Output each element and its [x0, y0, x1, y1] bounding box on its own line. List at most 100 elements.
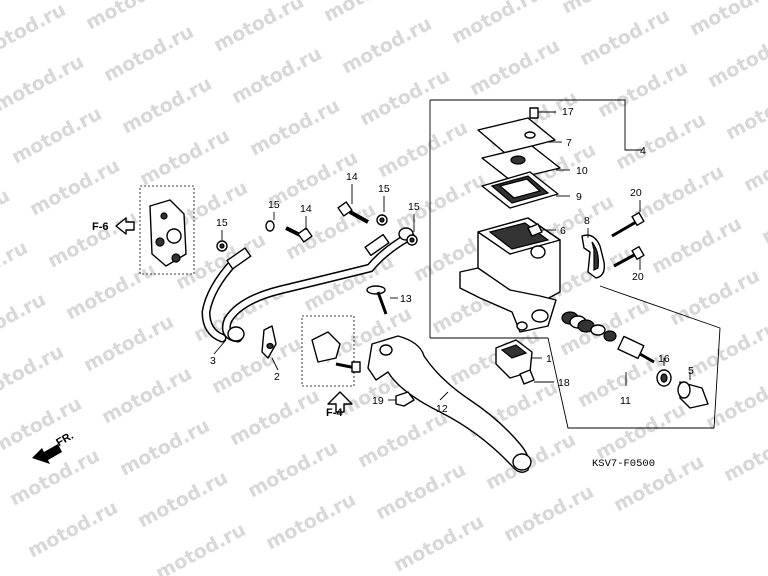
watermark-text: motod.ru	[208, 333, 305, 399]
watermark-text: motod.ru	[390, 511, 487, 576]
watermark-text: motod.ru	[686, 0, 768, 40]
watermark-text: motod.ru	[0, 341, 67, 407]
screw-17	[529, 107, 556, 119]
boot-5	[677, 381, 709, 409]
banjo-bolt-14-left	[285, 226, 313, 243]
callout-6: 6	[560, 225, 566, 237]
watermark-text: motod.ru	[82, 0, 179, 34]
callout-10: 10	[576, 165, 588, 177]
watermark-text: motod.ru	[592, 399, 689, 465]
bolt-20-bottom	[613, 245, 645, 268]
watermark-text: motod.ru	[0, 0, 69, 64]
watermark-text: motod.ru	[262, 489, 359, 555]
callout-8: 8	[584, 215, 590, 227]
watermark-text: motod.ru	[0, 51, 87, 117]
watermark-text: motod.ru	[134, 467, 231, 533]
watermark-text: motod.ru	[228, 43, 325, 109]
watermark-text: motod.ru	[8, 103, 105, 169]
watermark-text: motod.ru	[62, 259, 159, 325]
cap-plate-10	[481, 145, 561, 181]
watermark-text: motod.ru	[354, 407, 451, 473]
watermark-text: motod.ru	[24, 497, 121, 563]
watermark-text: motod.ru	[44, 207, 141, 273]
watermark-text: motod.ru	[118, 73, 215, 139]
watermark-text: motod.ru	[740, 131, 768, 197]
callout-20-bottom: 20	[632, 271, 644, 283]
screw-6	[527, 223, 543, 237]
callout-15-b: 15	[408, 201, 420, 213]
callout-4: 4	[640, 145, 646, 157]
watermark-text: motod.ru	[684, 317, 768, 383]
front-direction-arrow	[32, 444, 62, 464]
callout-labels: 17 7 10 9 4 6 8 20 20 1 18 16 5 11 12 19…	[210, 106, 694, 415]
assembly-bracket-4	[429, 99, 721, 429]
diagram-code: KSV7-F0500	[592, 458, 655, 470]
holder-8	[581, 234, 606, 279]
callout-15-d: 15	[216, 217, 228, 229]
watermark-text: motod.ru	[630, 161, 727, 227]
callout-20-top: 20	[630, 187, 642, 199]
diaphragm-9	[481, 171, 559, 209]
callout-5: 5	[688, 365, 694, 377]
watermark-text: motod.ru	[0, 393, 85, 459]
nut-19	[395, 391, 415, 407]
watermark-text: motod.ru	[338, 13, 435, 79]
brake-hose-3	[201, 227, 415, 343]
callout-14-left: 14	[300, 203, 312, 215]
watermark-text: motod.ru	[98, 363, 195, 429]
watermark-text: motod.ru	[722, 79, 768, 145]
callout-9: 9	[576, 191, 582, 203]
callout-16: 16	[658, 353, 670, 365]
watermark-text: motod.ru	[466, 35, 563, 101]
brake-lever-12	[367, 335, 532, 473]
watermark-text: motod.ru	[152, 519, 249, 576]
washer-15-c	[265, 220, 275, 232]
watermark-text: motod.ru	[702, 369, 768, 435]
watermark-text: motod.ru	[0, 185, 13, 251]
callout-18: 18	[558, 377, 570, 389]
watermark-text: motod.ru	[666, 265, 763, 331]
watermark-text: motod.ru	[116, 415, 213, 481]
callout-15-c: 15	[268, 199, 280, 211]
f6-arrow	[115, 217, 135, 235]
callout-1: 1	[546, 353, 552, 365]
master-cylinder-body	[459, 217, 561, 333]
watermark-text: motod.ru	[374, 117, 471, 183]
piston-set-11	[561, 311, 655, 364]
watermark-text: motod.ru	[0, 289, 49, 355]
callout-3: 3	[210, 355, 216, 367]
callout-13: 13	[400, 293, 412, 305]
watermark-text: motod.ru	[26, 155, 123, 221]
watermark-text: motod.ru	[356, 65, 453, 131]
pivot-bolt-13	[366, 285, 398, 315]
callout-12: 12	[436, 403, 448, 415]
callout-17: 17	[562, 106, 574, 118]
watermark-text: motod.ru	[320, 0, 417, 26]
caliper-inset	[139, 185, 195, 275]
hose-clamp-2	[261, 325, 277, 359]
callout-2: 2	[274, 371, 280, 383]
callout-19: 19	[372, 395, 384, 407]
ref-f4: F-4	[326, 407, 343, 419]
banjo-bolt-14-right	[337, 201, 369, 224]
f4-arrow	[327, 391, 353, 413]
reservoir-cap-7	[477, 117, 556, 154]
watermark-text: motod.ru	[246, 95, 343, 161]
washer-15-b	[406, 234, 418, 246]
watermark-text: motod.ru	[210, 0, 307, 56]
watermark-text: motod.ru	[448, 0, 545, 48]
watermark-text: motod.ru	[704, 27, 768, 93]
washer-15-a	[376, 214, 388, 226]
fork-clamp-inset	[301, 315, 361, 387]
watermark-text: motod.ru	[594, 57, 691, 123]
watermark-text: motod.ru	[372, 459, 469, 525]
watermark-text: motod.ru	[226, 385, 323, 451]
washer-15-d	[216, 240, 228, 252]
watermark-text: motod.ru	[720, 421, 768, 487]
screw-18	[519, 369, 554, 385]
watermark-text: motod.ru	[758, 183, 768, 249]
callout-7: 7	[566, 137, 572, 149]
watermark-text: motod.ru	[576, 5, 673, 71]
leader-lines	[213, 141, 691, 401]
